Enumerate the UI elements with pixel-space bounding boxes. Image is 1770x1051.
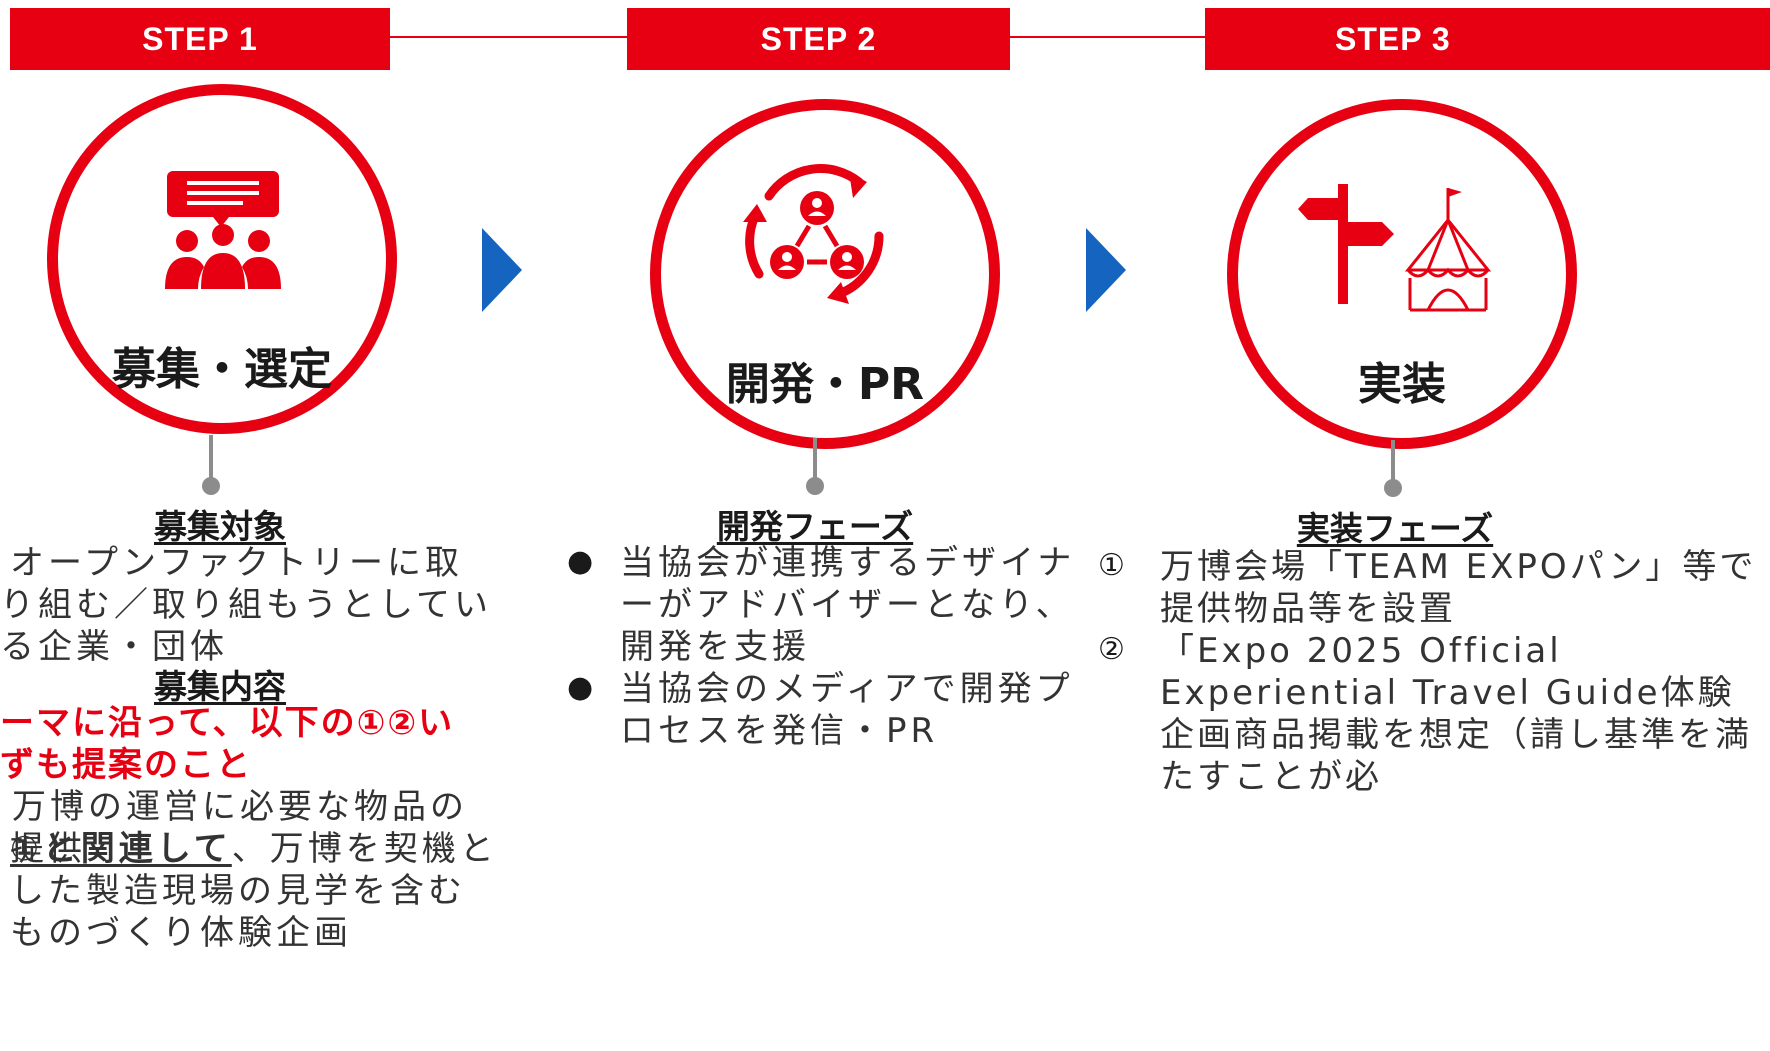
step-2-item: 当協会が連携するデザイナーがアドバイザーとなり、開発を支援 <box>620 543 1076 667</box>
step-1-banner: STEP 1 <box>10 8 390 70</box>
step-1-stem <box>209 435 213 480</box>
step-2-label: STEP 2 <box>760 20 877 57</box>
collaboration-cycle-icon <box>743 164 884 304</box>
step-2-stem <box>813 438 817 480</box>
step-1-circle: 募集・選定 <box>47 84 397 434</box>
step-connector-line <box>1010 36 1210 38</box>
step-3-banner: STEP 3 <box>1205 8 1770 70</box>
step-3-item: 万博会場「TEAM EXPOパン」等で提供物品等を設置 <box>1160 547 1757 629</box>
step-1-content-heading: 募集内容 <box>154 667 286 706</box>
step-2-bullet: ● <box>567 670 594 705</box>
step-3-label: STEP 3 <box>1335 20 1451 57</box>
next-arrow-icon <box>482 228 522 312</box>
step-1-content-emphasis: ーマに沿って、以下の①②いずも提案のこと <box>0 703 455 785</box>
step-3-marker: ① <box>1098 548 1125 583</box>
step-1-target-text: オープンファクトリーに取り組む／取り組もうとしている企業・団体 <box>0 543 492 667</box>
step-2-item: 当協会のメディアで開発プロセスを発信・PR <box>620 669 1074 751</box>
step-1-heading: 募集対象 <box>154 507 286 546</box>
step-2-banner: STEP 2 <box>627 8 1010 70</box>
step-2-dot <box>806 477 824 495</box>
step-2-heading: 開発フェーズ <box>716 507 914 546</box>
step-connector-line <box>390 36 630 38</box>
step-2-title: 開発・PR <box>725 359 925 410</box>
step-1-item-text: 、万博を契機とした製造現場の見学を含むものづくり体験企画 <box>10 829 498 953</box>
step-2-circle: 開発・PR <box>650 99 1000 449</box>
step-3-marker: ② <box>1098 632 1125 667</box>
signpost-tent-icon <box>1298 184 1492 312</box>
step-3-item: 「Expo 2025 Official Experiential Travel … <box>1160 631 1752 797</box>
step-1-item: 万博の運営に必要な物品の提供 <box>10 786 500 870</box>
step-1-label: STEP 1 <box>142 20 258 57</box>
step-1-title: 募集・選定 <box>112 344 332 395</box>
step-1-item-text: 万博の運営に必要な物品の提供 <box>10 787 468 869</box>
step-1-dot <box>202 477 220 495</box>
step-3-title: 実装 <box>1358 359 1446 410</box>
step-3-stem <box>1391 440 1395 482</box>
step-1-item: ①と関連して、万博を契機とした製造現場の見学を含むものづくり体験企画 <box>10 828 500 954</box>
step-3-dot <box>1384 479 1402 497</box>
next-arrow-icon <box>1086 228 1126 312</box>
step-3-heading: 実装フェーズ <box>1296 509 1494 548</box>
step-1-item-emphasis: ①と関連して <box>10 829 232 869</box>
group-discussion-icon <box>165 171 281 289</box>
step-2-bullet: ● <box>567 544 594 579</box>
step-3-circle: 実装 <box>1227 99 1577 449</box>
